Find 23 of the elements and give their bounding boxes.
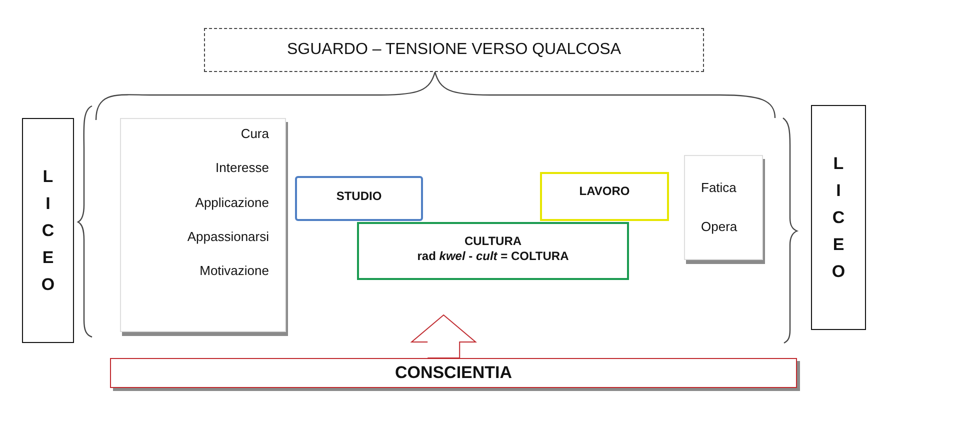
node-title: Fatica — [701, 180, 736, 196]
node-title: LAVORO — [579, 184, 630, 199]
node-title: CULTURA — [464, 234, 522, 249]
process-box — [540, 172, 669, 221]
side-label-box — [22, 118, 74, 343]
node-text: Opera — [701, 218, 738, 235]
node-text: Applicazione — [195, 194, 269, 211]
node-text: Interesse — [216, 160, 269, 176]
node-title: SGUARDO – TENSIONE VERSO QUALCOSA — [286, 40, 621, 60]
vertical-label: LICEO — [41, 166, 55, 296]
node-title: Cura — [240, 126, 269, 142]
process-box — [357, 222, 629, 280]
node-text: rad kwel - cult = COLTURA — [417, 249, 569, 264]
vertical-label: LICEO — [832, 152, 846, 284]
base-bar — [110, 358, 797, 388]
node-text: Motivazione — [200, 263, 269, 280]
process-box — [295, 176, 423, 221]
heading-box — [204, 28, 704, 72]
node-title: STUDIO — [336, 189, 382, 204]
block-arrow — [410, 314, 477, 358]
node-title: CONSCIENTIA — [394, 362, 512, 384]
node-text: Appassionarsi — [187, 228, 269, 245]
side-label-box — [811, 105, 866, 330]
